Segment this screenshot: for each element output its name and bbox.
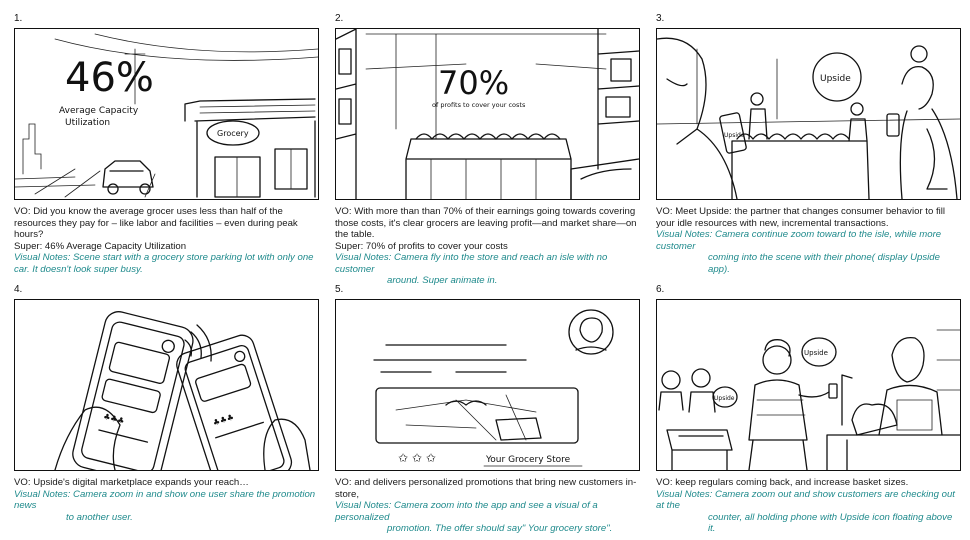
customers-with-phones-sketch: Upside Upside [657,37,960,199]
panel-sketch: 46% Average Capacity Utilization Grocery [14,28,319,200]
visual-notes-lead: Visual Notes: Camera zoom into the app a… [335,500,598,523]
upside-logo-text: Upside [820,74,851,84]
visual-notes-rest: promotion. The offer should say" Your gr… [387,523,613,534]
panel-number: 4. [14,284,23,295]
visual-notes-rest: coming into the scene with their phone( … [708,252,940,275]
visual-notes: Visual Notes: Camera fly into the store … [335,252,640,287]
rating-stars: ✩ ✩ ✩ [398,451,436,465]
visual-notes: Visual Notes: Camera continue zoom towar… [656,229,961,275]
sketch-caption-line: Utilization [65,118,110,128]
empty-aisle-sketch: 70% of profits to cover your costs [336,29,639,199]
panel-number: 2. [335,13,344,24]
voiceover-text: VO: Did you know the average grocer uses… [14,206,298,240]
checkout-counter-sketch: Upside Upside [658,329,960,470]
store-name-text: Your Grocery Store [485,455,571,465]
panel-caption: VO: Did you know the average grocer uses… [14,206,319,275]
panel-caption: VO: and delivers personalized promotions… [335,477,640,535]
visual-notes: Visual Notes: Camera zoom out and show c… [656,489,961,535]
upside-icon-text: Upside [714,395,735,402]
sketch-caption-line: of profits to cover your costs [432,101,526,109]
voiceover-text: VO: keep regulars coming back, and incre… [656,477,909,488]
voiceover-text: VO: Upside's digital marketplace expands… [14,477,249,488]
super-text: Super: 46% Average Capacity Utilization [14,240,187,252]
panel-number: 3. [656,13,665,24]
visual-notes-rest: around. Super animate in. [387,275,498,286]
big-number-text: 70% [438,64,509,102]
big-number-text: 46% [65,55,154,101]
panel-caption: VO: keep regulars coming back, and incre… [656,477,961,535]
phones-sharing-sketch: ♣♣♣ ♣♣♣ [54,311,311,470]
phone-app-text: Upside [724,132,745,139]
app-promotion-sketch: ✩ ✩ ✩ Your Grocery Store [373,309,614,467]
voiceover-text: VO: With more than than 70% of their ear… [335,206,637,240]
visual-notes-lead: Visual Notes: Camera fly into the store … [335,252,608,275]
panel-sketch: 70% of profits to cover your costs [335,28,640,200]
visual-notes-lead: Visual Notes: Camera zoom in and show on… [14,488,316,512]
panel-sketch: ✩ ✩ ✩ Your Grocery Store [335,299,640,471]
super-text: Super: 70% of profits to cover your cost… [335,240,508,252]
panel-number: 1. [14,13,23,24]
voiceover-text: VO: and delivers personalized promotions… [335,477,637,500]
panel-caption: VO: With more than than 70% of their ear… [335,206,640,287]
panel-sketch: Upside Upside [656,299,961,471]
visual-notes: Visual Notes: Camera zoom into the app a… [335,500,640,535]
upside-icon-text: Upside [804,349,828,357]
parking-lot-sketch: 46% Average Capacity Utilization Grocery [15,33,318,198]
store-sign-text: Grocery [217,129,249,138]
svg-text:♣♣♣: ♣♣♣ [212,412,235,427]
panel-sketch: ♣♣♣ ♣♣♣ [14,299,319,471]
svg-text:♣♣♣: ♣♣♣ [102,412,125,426]
panel-number: 6. [656,284,665,295]
visual-notes-rest: counter, all holding phone with Upside i… [708,511,953,535]
panel-number: 5. [335,284,344,295]
visual-notes-lead: Visual Notes: Camera continue zoom towar… [656,229,942,252]
panel-sketch: Upside Upside [656,28,961,200]
panel-caption: VO: Meet Upside: the partner that change… [656,206,961,275]
voiceover-text: VO: Meet Upside: the partner that change… [656,206,946,229]
visual-notes-lead: Visual Notes: Camera zoom out and show c… [656,488,955,512]
visual-notes: Visual Notes: Scene start with a grocery… [14,252,314,275]
panel-caption: VO: Upside's digital marketplace expands… [14,477,319,523]
visual-notes-rest: to another user. [66,511,133,523]
visual-notes: Visual Notes: Camera zoom in and show on… [14,489,319,524]
sketch-caption-line: Average Capacity [59,106,139,116]
